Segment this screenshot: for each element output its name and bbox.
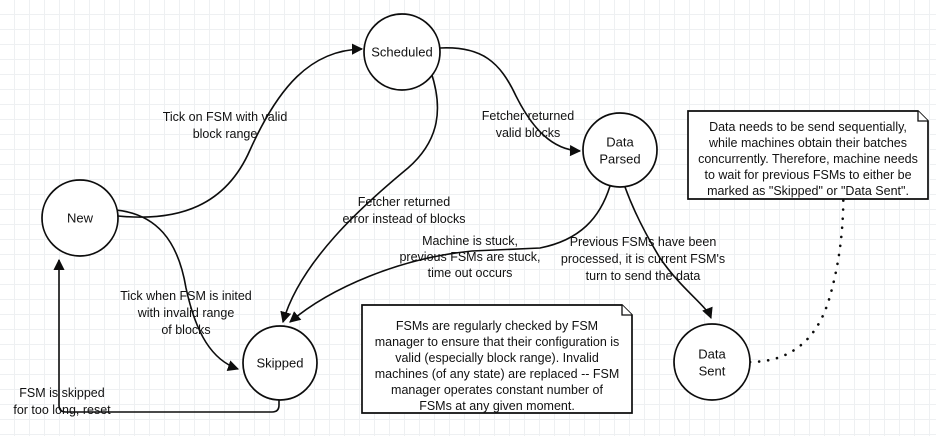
edge-label-line: block range [193,127,258,141]
note-fsm-manager[interactable]: FSMs are regularly checked by FSM manage… [361,304,633,414]
edge-label-line: for too long, reset [13,403,111,417]
node-circle [582,112,658,188]
edge-label-line: processed, it is current FSM's [561,252,725,266]
note-line: marked as "Skipped" or "Data Sent". [707,184,909,198]
node-circle [673,323,751,401]
note-line: Data needs to be send sequentially, [709,120,907,134]
note-line: manager operates constant number of [391,383,603,397]
state-node-new[interactable]: New [41,179,119,257]
note-line: FSMs at any given moment. [419,399,575,413]
note-box-shape [687,110,929,200]
edge-path [624,186,713,320]
edge-new-to-scheduled[interactable]: Tick on FSM with valid block range [117,43,364,218]
node-label: Data [698,346,726,361]
edge-data-parsed-to-data-sent[interactable]: Previous FSMs have been processed, it is… [561,186,725,320]
state-node-skipped[interactable]: Skipped [242,325,318,401]
edge-path [117,43,364,218]
node-circle [242,325,318,401]
edge-label-line: Tick when FSM is inited [120,289,252,303]
edge-label-line: valid blocks [496,126,561,140]
node-label: New [67,210,94,225]
note-line: machines (of any state) are replaced -- … [375,367,620,381]
note-fold-corner [917,111,928,122]
edge-label-line: with invalid range [137,306,235,320]
node-label: Skipped [257,355,304,370]
edge-path [53,258,280,413]
node-label: Parsed [599,151,640,166]
node-circle [363,13,441,91]
node-circle [41,179,119,257]
edge-label-line: of blocks [161,323,210,337]
note-line: concurrently. Therefore, machine needs [698,152,918,166]
state-node-data-parsed[interactable]: Data Parsed [582,112,658,188]
node-label: Scheduled [371,44,432,59]
state-node-scheduled[interactable]: Scheduled [363,13,441,91]
note-line: while machines obtain their batches [708,136,907,150]
note-fold-corner [621,305,632,316]
edge-label-line: Previous FSMs have been [570,235,717,249]
edge-label-line: error instead of blocks [343,212,466,226]
edge-path [289,185,611,323]
note-line: to wait for previous FSMs to either be [704,168,911,182]
edge-data-parsed-to-skipped[interactable]: Machine is stuck, previous FSMs are stuc… [289,185,611,323]
edge-path [439,47,582,157]
edge-scheduled-to-skipped[interactable]: Fetcher returned error instead of blocks [280,71,466,324]
edge-label-line: Fetcher returned [482,109,574,123]
edge-label-line: FSM is skipped [19,386,104,400]
edge-label-line: time out occurs [428,266,513,280]
note-sequential[interactable]: Data needs to be send sequentially, whil… [687,110,929,200]
note-box-shape [361,304,633,414]
node-label: Sent [699,363,726,378]
edge-path [280,71,439,324]
edge-label-line: Machine is stuck, [422,234,518,248]
edge-label-line: turn to send the data [586,269,701,283]
edge-skipped-to-new[interactable]: FSM is skipped for too long, reset [13,258,280,417]
note-line: valid (especially block range). Invalid [395,351,599,365]
edge-label-line: previous FSMs are stuck, [399,250,540,264]
edge-path [115,209,240,371]
edge-scheduled-to-data-parsed[interactable]: Fetcher returned valid blocks [439,47,582,157]
state-node-data-sent[interactable]: Data Sent [673,323,751,401]
edge-new-to-skipped[interactable]: Tick when FSM is inited with invalid ran… [115,209,252,371]
node-label: Data [606,134,634,149]
edge-label-line: Tick on FSM with valid [163,110,288,124]
edge-label-line: Fetcher returned [358,195,450,209]
note-line: FSMs are regularly checked by FSM [396,319,598,333]
note-line: manager to ensure that their configurati… [375,335,620,349]
